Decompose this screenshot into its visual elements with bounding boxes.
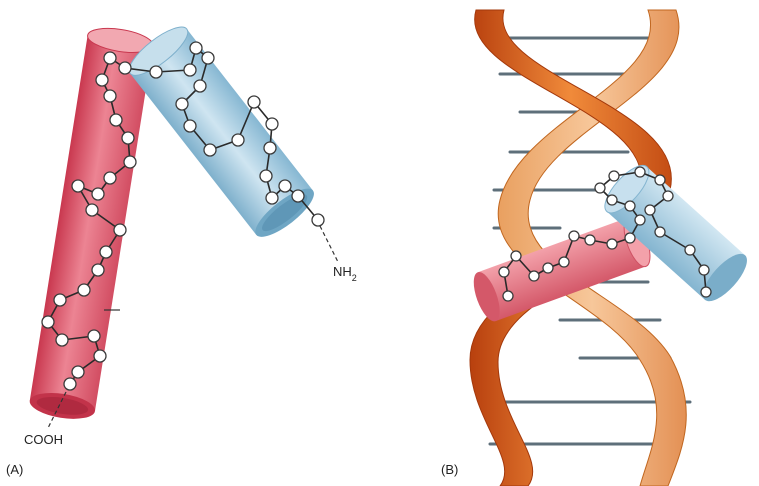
red-recognition-helix xyxy=(468,214,655,324)
nh2-label: NH2 xyxy=(333,264,357,283)
blue-alpha-helix xyxy=(123,20,321,245)
nh2-leader-line xyxy=(320,226,338,262)
panel-b: (B) xyxy=(441,10,754,486)
panel-b-label: (B) xyxy=(441,462,458,477)
panel-a-label: (A) xyxy=(6,462,23,477)
panel-a: NH2 COOH (A) xyxy=(6,20,357,477)
cooh-label: COOH xyxy=(24,432,63,447)
